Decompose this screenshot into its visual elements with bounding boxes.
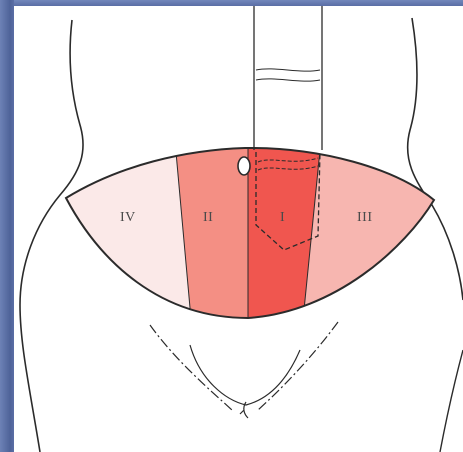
right-groin-line [258, 322, 338, 410]
torso-left-contour [20, 20, 83, 452]
flap-zones [40, 130, 460, 330]
zone-ii-label: II [203, 210, 213, 226]
rectus-tendinous-lines [256, 69, 320, 81]
rectus-strip [254, 6, 322, 150]
zone-iii-label: III [357, 210, 373, 226]
zone-iii-fill [302, 130, 460, 330]
abdomen-diagram: IV II I III [14, 6, 463, 452]
left-groin-line [150, 325, 232, 410]
torso-right-lower-contour [440, 350, 463, 452]
torso-right-contour [408, 18, 463, 300]
zone-i-label: I [280, 210, 285, 226]
pubic-contour [190, 345, 300, 405]
abdomen-illustration [14, 6, 463, 452]
umbilicus [238, 157, 250, 175]
zone-iv-label: IV [120, 210, 136, 226]
